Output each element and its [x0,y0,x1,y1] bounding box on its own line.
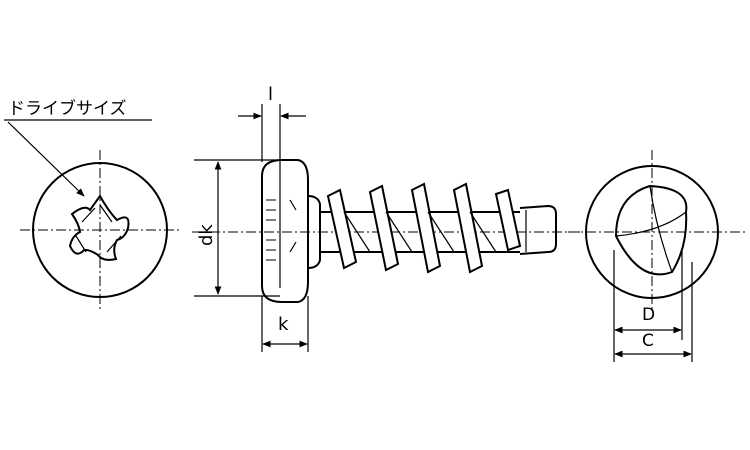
dimension-k-label: k [278,314,289,335]
hexalobular-drive-icon [68,194,130,261]
head-top-view [20,150,180,310]
dimension-l-label: l [268,84,273,105]
dimension-l: l [238,84,306,176]
screw-tip [519,204,557,255]
screw-end-view [568,150,748,312]
screw-head [261,159,309,303]
screw-side-view [192,159,580,303]
dimension-D: D [613,250,683,362]
screw-threads [326,182,522,274]
drive-size-label: ドライブサイズ [8,98,127,119]
dimension-C: C [614,262,693,362]
dimension-dk: dk [194,159,280,297]
trilobe-tip-icon [614,184,688,276]
drive-size-leader [7,121,85,197]
dimension-C-label: C [642,331,654,351]
dimension-k: k [261,296,309,352]
dimension-D-label: D [642,305,655,325]
dimension-dk-label: dk [196,224,217,246]
